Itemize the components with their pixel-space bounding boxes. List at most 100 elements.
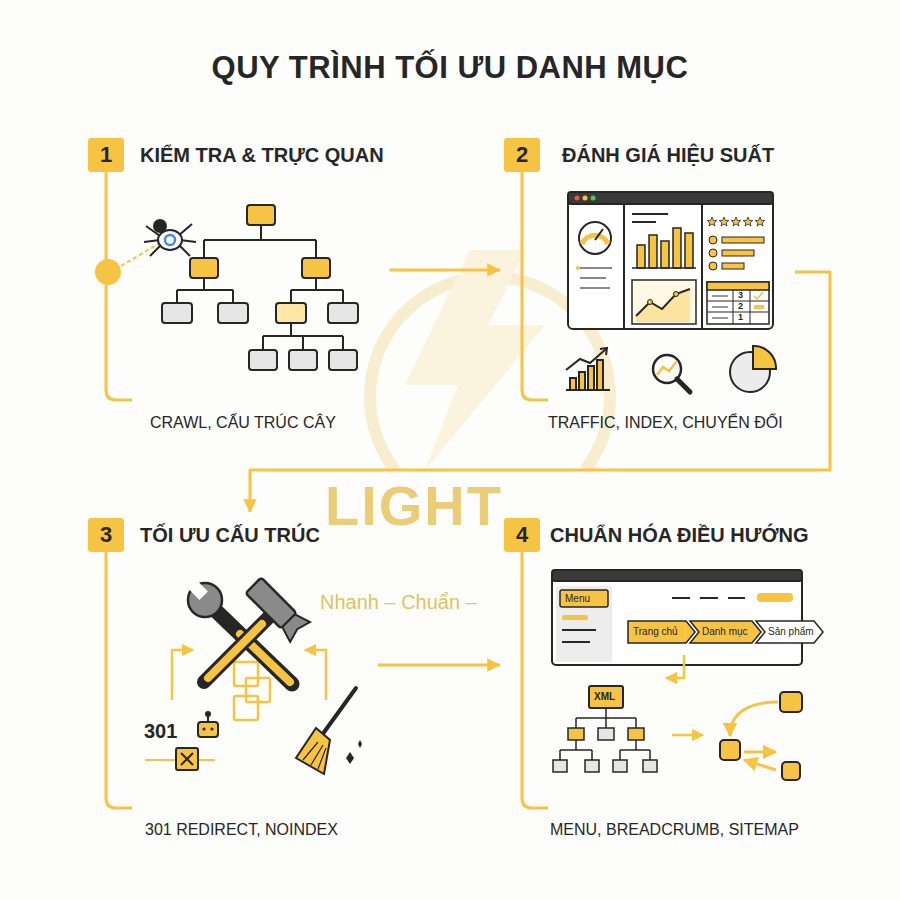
step-caption: TRAFFIC, INDEX, CHUYỂN ĐỔI	[548, 413, 783, 433]
dashboard-icon	[595, 229, 603, 240]
step-bracket	[106, 172, 132, 400]
diagram-title: QUY TRÌNH TỐI ƯU DANH MỤC	[0, 50, 900, 86]
dashboard-icon	[637, 245, 645, 268]
step-number: 1	[88, 138, 124, 172]
breadcrumb-item: Trang chủ	[633, 627, 678, 637]
metric-icons	[566, 349, 606, 370]
crawl-tree-icon	[289, 350, 317, 370]
navigation-icon	[568, 728, 584, 740]
dashboard-icon	[568, 192, 773, 329]
navigation-icon	[598, 728, 614, 740]
navigation-icon	[613, 760, 627, 772]
crawl-tree-icon	[158, 230, 182, 250]
navigation-icon	[720, 740, 740, 760]
menu-label: Menu	[565, 594, 590, 604]
metric-icons	[600, 348, 607, 355]
dashboard-icon	[661, 241, 669, 268]
navigation-icon	[628, 621, 695, 643]
step-caption: CRAWL, CẤU TRÚC CÂY	[150, 413, 336, 433]
crawl-tree-icon	[165, 235, 175, 245]
navigation-icon	[553, 760, 567, 772]
breadcrumb-item: Danh mục	[702, 627, 748, 637]
dashboard-icon	[743, 217, 753, 226]
metric-icons	[566, 346, 776, 392]
navigation-icon	[756, 621, 823, 643]
dashboard-icon	[568, 192, 773, 204]
navigation-icon	[782, 762, 800, 780]
dashboard-icon	[755, 217, 765, 226]
table-cell: 2	[738, 302, 743, 311]
step-bracket	[106, 552, 132, 808]
navigation-icon	[556, 586, 612, 662]
flow-arrow	[250, 272, 830, 512]
navigation-icon	[744, 760, 776, 770]
navigation-icon	[552, 570, 802, 665]
dashboard-icon	[707, 290, 769, 324]
step-badge: 3	[88, 518, 124, 552]
process-step: ĐÁNH GIÁ HIỆU SUẤTTRAFFIC, INDEX, CHUYỂN…	[500, 135, 795, 440]
tools-icon	[172, 650, 193, 700]
step-badge: 1	[88, 138, 124, 172]
metric-icons	[566, 389, 610, 391]
metric-icons	[657, 361, 677, 375]
dashboard-icon	[591, 196, 596, 201]
tools-icon	[176, 748, 198, 770]
tools-icon	[243, 575, 309, 641]
crawl-tree-icon	[302, 258, 330, 278]
navigation-icon	[562, 615, 588, 620]
dashboard-icon	[707, 282, 769, 290]
dashboard-icon	[583, 196, 588, 201]
dashboard-icon	[575, 196, 580, 201]
crawl-tree-icon	[328, 303, 358, 323]
metric-icons	[579, 372, 585, 390]
crawl-tree-icon	[329, 350, 357, 370]
tools-icon	[198, 722, 218, 737]
dashboard-icon	[709, 249, 717, 257]
tools-icon	[305, 650, 326, 700]
crawl-tree-icon	[249, 350, 277, 370]
navigation-icon	[589, 686, 623, 708]
navigation-icon	[560, 708, 650, 760]
tools-icon	[234, 696, 258, 720]
navigation-icon	[672, 597, 745, 599]
dashboard-icon	[632, 280, 696, 324]
crawl-tree-icon	[144, 224, 196, 256]
dashboard-icon	[722, 250, 754, 256]
metric-icons	[570, 378, 576, 390]
dashboard-icon	[579, 222, 611, 254]
dashboard-icon	[649, 235, 657, 268]
step-caption: 301 REDIRECT, NOINDEX	[145, 820, 338, 840]
dashboard-icon	[624, 204, 702, 329]
dashboard-icon	[709, 262, 717, 270]
process-step: CHUẨN HÓA ĐIỀU HƯỚNGMENU, BREADCRUMB, SI…	[500, 512, 840, 842]
dashboard-icon	[636, 289, 690, 316]
watermark-slogan: Nhanh – Chuẩn –	[320, 592, 477, 612]
crawl-tree-icon	[247, 205, 275, 225]
flow-arrow	[378, 664, 500, 667]
watermark: LIGHT	[325, 478, 503, 534]
dashboard-icon	[719, 217, 729, 226]
crawl-tree-icon	[95, 259, 121, 285]
crawl-tree-icon	[276, 303, 306, 323]
navigation-icon	[552, 570, 823, 780]
crawl-tree-icon	[121, 244, 158, 266]
navigation-icon	[780, 692, 802, 712]
dashboard-icon	[707, 282, 769, 324]
step-number: 3	[88, 518, 124, 552]
process-step: TỐI ƯU CẤU TRÚC301 REDIRECT, NOINDEX3	[85, 512, 378, 842]
dashboard-icon	[673, 228, 681, 268]
crawl-tree-icon	[95, 205, 358, 370]
crawl-tree-icon	[190, 258, 218, 278]
dashboard-icon	[674, 292, 679, 297]
step-number: 2	[504, 138, 540, 172]
navigation-icon	[666, 655, 684, 678]
navigation-icon	[672, 734, 703, 737]
step-badge: 4	[504, 518, 540, 552]
navigation-icon	[585, 760, 599, 772]
tools-icon	[279, 611, 310, 642]
tools-icon	[202, 727, 205, 730]
step-number: 4	[504, 518, 540, 552]
dashboard-icon	[707, 217, 717, 226]
